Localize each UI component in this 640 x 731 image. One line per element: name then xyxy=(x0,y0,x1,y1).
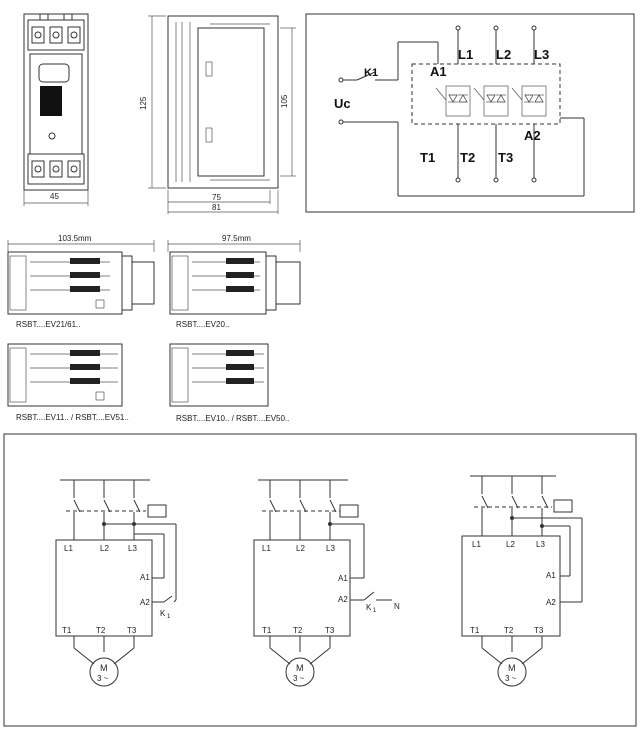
w2-motor-phase: 3 ~ xyxy=(293,674,305,683)
w2-l2: L2 xyxy=(296,544,305,553)
variant-ev21-61 xyxy=(7,251,155,315)
front-view: 45 xyxy=(23,13,89,206)
variant-ev10-50 xyxy=(169,343,269,407)
w2-a1: A1 xyxy=(338,574,348,583)
variant-dim-right: 97.5mm xyxy=(222,234,251,243)
schem-l3-label: L3 xyxy=(534,47,549,62)
variant-label-1: RSBT....EV21/61.. xyxy=(16,320,80,329)
w1-t2: T2 xyxy=(96,626,106,635)
w3-l1: L1 xyxy=(472,540,481,549)
schem-t2-label: T2 xyxy=(460,150,475,165)
w2-l1: L1 xyxy=(262,544,271,553)
thyristor-pair-2 xyxy=(473,85,509,117)
variant-views: 103.5mm 97.5mm RSBT....EV21/61.. xyxy=(7,234,301,423)
w1-motor-phase: 3 ~ xyxy=(97,674,109,683)
schem-t1-label: T1 xyxy=(420,150,435,165)
variant-dim-left: 103.5mm xyxy=(58,234,92,243)
internal-schematic: K1 Uc A1 A2 L1 L2 L3 T1 T2 T3 xyxy=(305,13,635,213)
w2-motor: M xyxy=(296,663,304,673)
variant-label-2: RSBT....EV20.. xyxy=(176,320,229,329)
w2-t3: T3 xyxy=(325,626,335,635)
w1-l1: L1 xyxy=(64,544,73,553)
w1-a2: A2 xyxy=(140,598,150,607)
w2-k1-sub: 1 xyxy=(373,608,377,614)
wiring-frame xyxy=(3,433,637,727)
motor-1 xyxy=(89,657,119,687)
k1-label: K1 xyxy=(364,67,378,79)
side-depth-75-dim: 75 xyxy=(212,193,221,202)
variant-label-3: RSBT....EV11.. / RSBT....EV51.. xyxy=(16,413,129,422)
w3-a2: A2 xyxy=(546,598,556,607)
side-height-105-dim: 105 xyxy=(280,94,289,108)
w3-motor-phase: 3 ~ xyxy=(505,674,517,683)
w3-t2: T2 xyxy=(504,626,514,635)
variant-ev11-51 xyxy=(7,343,123,407)
schem-l2-label: L2 xyxy=(496,47,511,62)
w2-t2: T2 xyxy=(293,626,303,635)
a1-label: A1 xyxy=(430,64,447,79)
a2-label: A2 xyxy=(524,128,541,143)
w3-t3: T3 xyxy=(534,626,544,635)
w2-neutral: N xyxy=(394,602,400,611)
variant-ev20 xyxy=(169,251,301,315)
schem-t3-label: T3 xyxy=(498,150,513,165)
side-height-125-dim: 125 xyxy=(139,96,148,110)
w1-t1: T1 xyxy=(62,626,72,635)
uc-label: Uc xyxy=(334,96,351,111)
wiring-diagram-2: L1 L2 L3 A1 A2 T1 T2 T3 K 1 N M 3 ~ xyxy=(253,479,400,687)
w2-t1: T1 xyxy=(262,626,272,635)
motor-3 xyxy=(497,657,527,687)
variant-label-4: RSBT....EV10.. / RSBT....EV50.. xyxy=(176,414,289,423)
w2-l3: L3 xyxy=(326,544,335,553)
w1-t3: T3 xyxy=(127,626,137,635)
w3-a1: A1 xyxy=(546,571,556,580)
w1-k1-sub: 1 xyxy=(167,614,171,620)
motor-2 xyxy=(285,657,315,687)
w3-l2: L2 xyxy=(506,540,515,549)
wiring-diagram-3: L1 L2 L3 A1 A2 T1 T2 T3 M 3 ~ xyxy=(461,475,583,687)
thyristor-pair-1 xyxy=(435,85,471,117)
w3-l3: L3 xyxy=(536,540,545,549)
thyristor-pair-3 xyxy=(511,85,547,117)
w3-motor: M xyxy=(508,663,516,673)
w3-t1: T1 xyxy=(470,626,480,635)
w2-a2: A2 xyxy=(338,595,348,604)
w1-motor: M xyxy=(100,663,108,673)
side-view: 125 105 75 81 xyxy=(139,15,296,214)
wiring-diagram-1: L1 L2 L3 A1 A2 T1 T2 T3 K 1 M 3 ~ xyxy=(55,479,177,687)
w1-l2: L2 xyxy=(100,544,109,553)
side-depth-81-dim: 81 xyxy=(212,203,221,212)
schem-l1-label: L1 xyxy=(458,47,473,62)
w1-a1: A1 xyxy=(140,573,150,582)
front-width-dim: 45 xyxy=(50,192,59,201)
w1-l3: L3 xyxy=(128,544,137,553)
w1-k1: K xyxy=(160,609,166,618)
w2-k1: K xyxy=(366,603,372,612)
